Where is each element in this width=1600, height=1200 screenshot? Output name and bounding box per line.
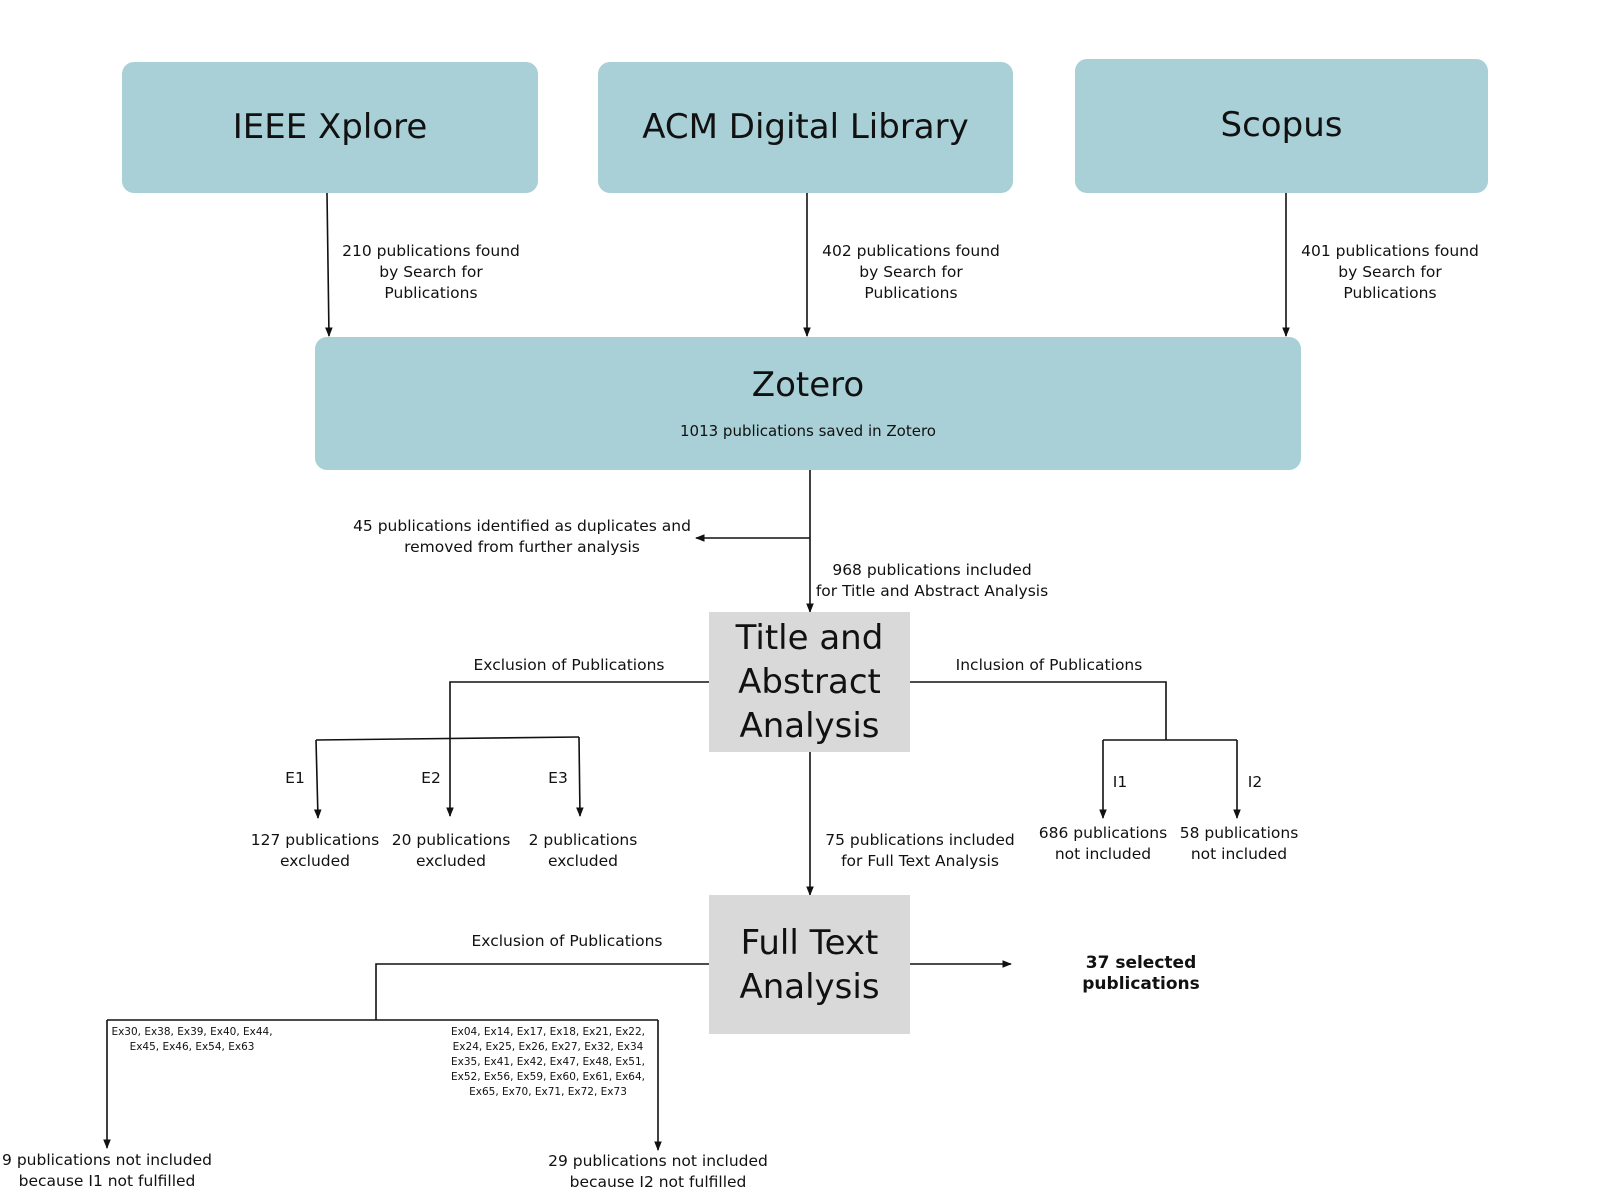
ft-right-result: 29 publications not included because I2 … (548, 1152, 768, 1191)
ta-inclusion-label: Inclusion of Publications (955, 656, 1143, 674)
source-acm-label: ACM Digital Library (642, 106, 969, 147)
edge-ta-inclusion (910, 681, 1167, 740)
source-scopus: Scopus (1075, 59, 1488, 193)
zotero-subtitle: 1013 publications saved in Zotero (679, 422, 936, 441)
zotero-title: Zotero (751, 364, 865, 405)
ta-exclusion-label: Exclusion of Publications (473, 656, 665, 674)
title-abstract-box: Title and Abstract Analysis (709, 612, 910, 752)
source-ieee: IEEE Xplore (122, 62, 538, 193)
selected-publications: 37 selected publications (1082, 953, 1200, 994)
included-title-abstract-label: 968 publications included for Title and … (815, 561, 1049, 600)
edge-ta-e-bar (315, 736, 580, 741)
acm-found-count: 402 publications found by Search for Pub… (822, 242, 1000, 302)
ft-left-result: 9 publications not included because I1 n… (2, 1151, 212, 1190)
i1-code: I1 (1112, 773, 1128, 791)
edge-ft-exclusion (375, 963, 709, 1020)
duplicates-label: 45 publications identified as duplicates… (353, 517, 691, 556)
i1-result: 686 publications not included (1038, 824, 1168, 863)
edge-ta-exclusion (446, 681, 709, 817)
e1-result: 127 publications excluded (250, 831, 380, 870)
edge-e1 (313, 739, 322, 819)
e3-code: E3 (548, 769, 568, 787)
full-text-box: Full Text Analysis (709, 895, 910, 1034)
source-scopus-label: Scopus (1220, 105, 1343, 146)
e2-result: 20 publications excluded (391, 831, 511, 870)
title-abstract-title: Title and Abstract Analysis (735, 618, 884, 746)
source-ieee-label: IEEE Xplore (232, 106, 428, 147)
scopus-found-count: 401 publications found by Search for Pub… (1301, 242, 1479, 302)
ft-exclusion-label: Exclusion of Publications (471, 932, 663, 950)
e2-code: E2 (421, 769, 441, 787)
ieee-found-count: 210 publications found by Search for Pub… (342, 242, 520, 302)
included-full-text-label: 75 publications included for Full Text A… (825, 831, 1015, 870)
edge-e3 (576, 736, 584, 817)
i2-result: 58 publications not included (1179, 824, 1299, 863)
edge-ieee-zotero (325, 192, 333, 337)
e3-result: 2 publications excluded (528, 831, 638, 870)
i2-code: I2 (1247, 773, 1263, 791)
ft-left-ids: Ex30, Ex38, Ex39, Ex40, Ex44, Ex45, Ex46… (111, 1026, 273, 1053)
source-acm: ACM Digital Library (598, 62, 1013, 193)
ft-right-ids: Ex04, Ex14, Ex17, Ex18, Ex21, Ex22, Ex24… (451, 1026, 645, 1098)
zotero-box: Zotero 1013 publications saved in Zotero (315, 337, 1301, 470)
e1-code: E1 (285, 769, 305, 787)
full-text-title: Full Text Analysis (739, 922, 880, 1007)
